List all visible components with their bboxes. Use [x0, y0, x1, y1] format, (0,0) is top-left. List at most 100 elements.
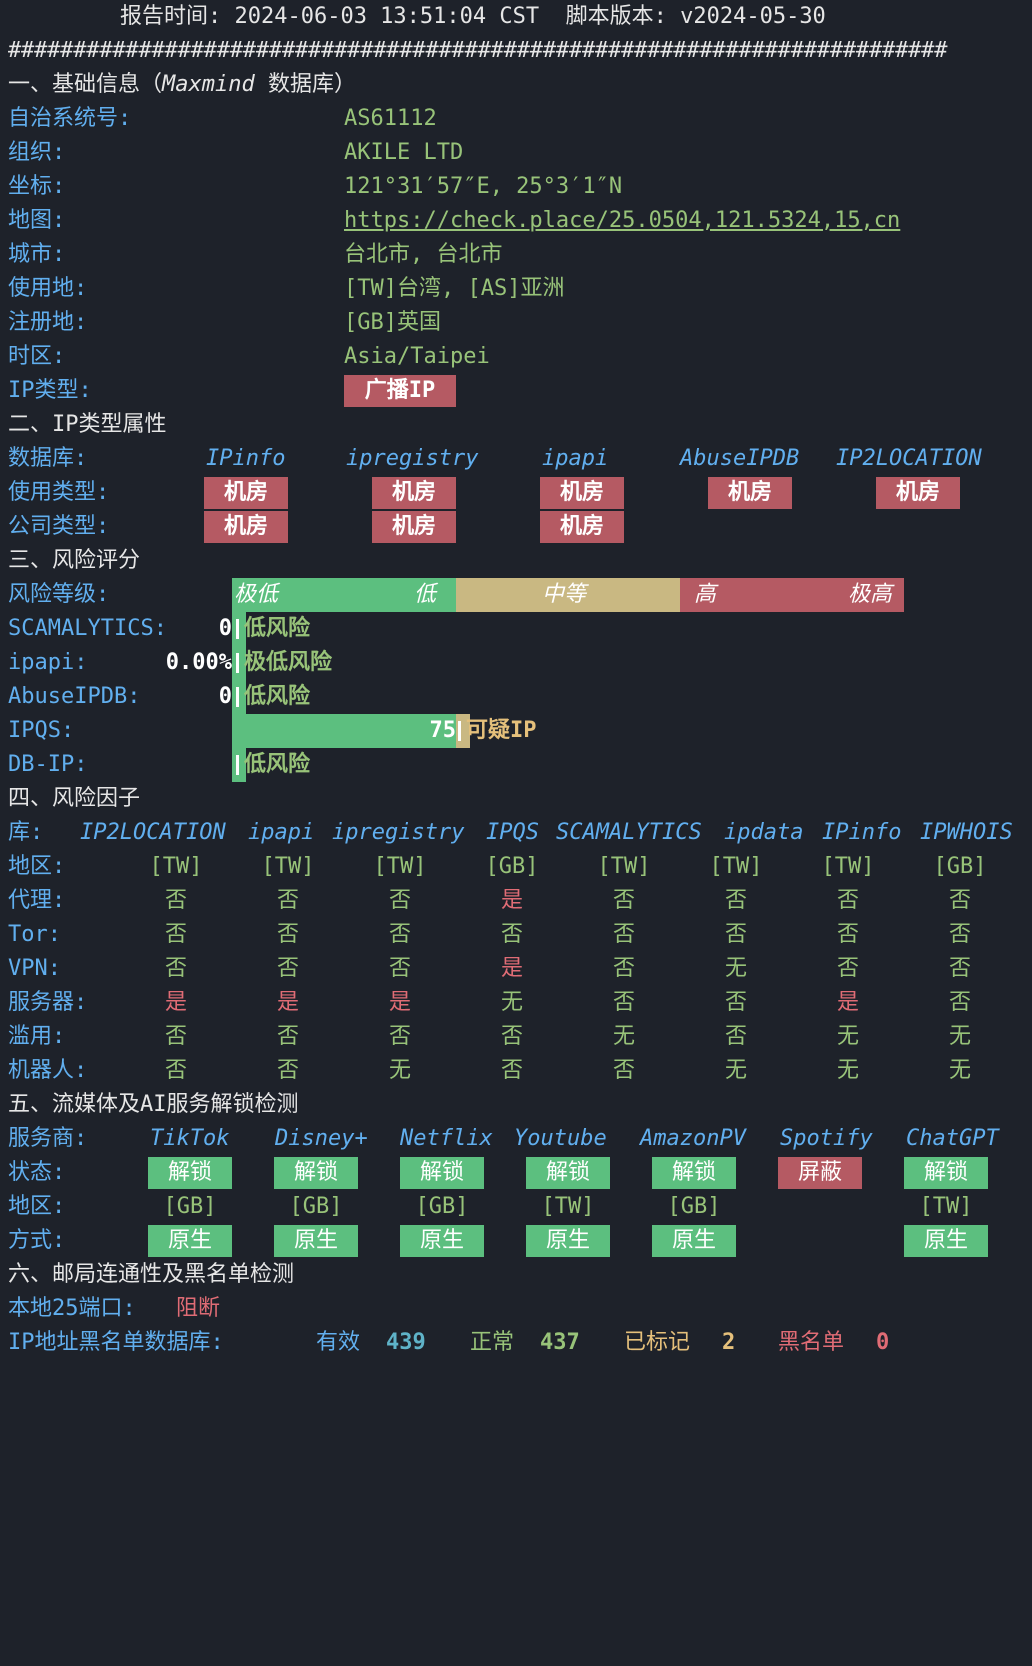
factor-label: 服务器:: [8, 990, 88, 1015]
lib-name: ipregistry: [332, 820, 465, 845]
factor-cell: 否: [724, 888, 747, 913]
method-label: 方式:: [8, 1228, 66, 1253]
info-label: 组织:: [8, 140, 66, 165]
factor-cell: 否: [724, 990, 747, 1015]
info-label: 地图:: [8, 208, 66, 233]
section-risk-factors: 四、风险因子: [0, 782, 1032, 816]
usage-badge: 机房: [372, 477, 456, 509]
factor-cell: 否: [276, 1058, 299, 1083]
score-verdict: 极低风险: [244, 650, 333, 675]
risk-level-label: 风险等级:: [8, 582, 110, 607]
info-label: 时区:: [8, 344, 66, 369]
map-link[interactable]: https://check.place/25.0504,121.5324,15,…: [344, 208, 901, 233]
company-label: 公司类型:: [8, 514, 110, 539]
factor-cell: 无: [948, 1024, 971, 1049]
section-title: 三、风险评分: [8, 548, 141, 573]
section-title: 五、流媒体及AI服务解锁检测: [8, 1092, 299, 1117]
lib-name: IPWHOIS: [920, 820, 1013, 845]
factor-cell: [TW]: [261, 854, 315, 879]
score-marker: [236, 619, 239, 639]
factor-cell: [GB]: [485, 854, 539, 879]
section-ip-type: 二、IP类型属性: [0, 408, 1032, 442]
info-row: 时区: Asia/Taipei: [0, 340, 1032, 374]
status-badge: 解锁: [904, 1157, 988, 1189]
factor-cell: 否: [948, 888, 971, 913]
factor-cell: 否: [164, 1058, 187, 1083]
factor-cell: 否: [276, 1024, 299, 1049]
info-label: 坐标:: [8, 174, 66, 199]
service-name: Youtube: [514, 1126, 607, 1151]
factor-cell: 否: [388, 956, 411, 981]
factor-cell: 否: [724, 922, 747, 947]
factor-cell: 否: [612, 1058, 635, 1083]
ip-type-label: IP类型:: [8, 378, 92, 403]
factor-row: VPN:否否否是否无否否: [0, 952, 1032, 986]
valid-count: 439: [386, 1330, 426, 1355]
region-value: [GB]: [163, 1194, 217, 1219]
factor-cell: 无: [724, 956, 747, 981]
method-badge: 原生: [148, 1225, 232, 1257]
lib-name: IPinfo: [822, 820, 902, 845]
info-row: 城市: 台北市, 台北市: [0, 238, 1032, 272]
factor-cell: [TW]: [373, 854, 427, 879]
factor-cell: 否: [612, 956, 635, 981]
method-badge: 原生: [274, 1225, 358, 1257]
usage-badge: 机房: [708, 477, 792, 509]
black-label: 黑名单: [778, 1330, 845, 1355]
score-bar: [232, 680, 246, 714]
info-label: 自治系统号:: [8, 106, 132, 131]
factor-cell: 否: [164, 1024, 187, 1049]
factor-cell: 否: [836, 888, 859, 913]
db-name: ipregistry: [346, 446, 479, 471]
normal-label: 正常: [470, 1330, 515, 1355]
info-label: 使用地:: [8, 276, 88, 301]
db-name: IP2LOCATION: [836, 446, 982, 471]
lib-label: 库:: [8, 820, 44, 845]
db-label: 数据库:: [8, 446, 88, 471]
port25-label: 本地25端口:: [8, 1296, 136, 1321]
score-row: ipapi:0.00%极低风险: [0, 646, 1032, 680]
factor-cell: 无: [948, 1058, 971, 1083]
method-badge: 原生: [652, 1225, 736, 1257]
usage-badge: 机房: [876, 477, 960, 509]
risk-very-high: 极高: [848, 582, 893, 607]
status-badge: 解锁: [652, 1157, 736, 1189]
factor-cell: 否: [388, 1024, 411, 1049]
info-label: 注册地:: [8, 310, 88, 335]
region-value: [GB]: [289, 1194, 343, 1219]
info-value: Asia/Taipei: [344, 344, 490, 369]
score-label: DB-IP:: [8, 752, 88, 777]
factor-cell: 否: [276, 956, 299, 981]
region-value: [GB]: [415, 1194, 469, 1219]
info-value: 121°31′57″E, 25°3′1″N: [344, 174, 623, 199]
factor-cell: [TW]: [149, 854, 203, 879]
blacklist-row: IP地址黑名单数据库: 有效 439 正常 437 已标记 2 黑名单 0: [0, 1326, 1032, 1360]
factor-cell: 否: [500, 1058, 523, 1083]
service-name: ChatGPT: [906, 1126, 999, 1151]
risk-level-row: 风险等级: 极低 低 中等 高 极高: [0, 578, 1032, 612]
info-label: 城市:: [8, 242, 66, 267]
factor-cell: 否: [276, 888, 299, 913]
risk-bar-high: 高 极高: [680, 578, 904, 612]
lib-name: ipdata: [724, 820, 804, 845]
info-row: 坐标: 121°31′57″E, 25°3′1″N: [0, 170, 1032, 204]
factor-cell: 否: [836, 956, 859, 981]
factor-label: VPN:: [8, 956, 61, 981]
port25-value: 阻断: [176, 1296, 221, 1321]
marked-count: 2: [722, 1330, 736, 1355]
usage-row: 使用类型: 机房机房机房机房机房: [0, 476, 1032, 510]
info-value: 台北市, 台北市: [344, 242, 503, 267]
divider: ########################################…: [0, 34, 1032, 68]
factor-cell: 是: [276, 990, 299, 1015]
db-name: IPinfo: [206, 446, 286, 471]
info-value: AS61112: [344, 106, 437, 131]
score-label: AbuseIPDB:: [8, 684, 141, 709]
factor-cell: 否: [836, 922, 859, 947]
factor-cell: 否: [388, 888, 411, 913]
score-verdict: 低风险: [244, 752, 311, 777]
score-marker: [236, 755, 239, 775]
black-count: 0: [876, 1330, 890, 1355]
report-header: 报告时间: 2024-06-03 13:51:04 CST 脚本版本: v202…: [0, 0, 1032, 34]
